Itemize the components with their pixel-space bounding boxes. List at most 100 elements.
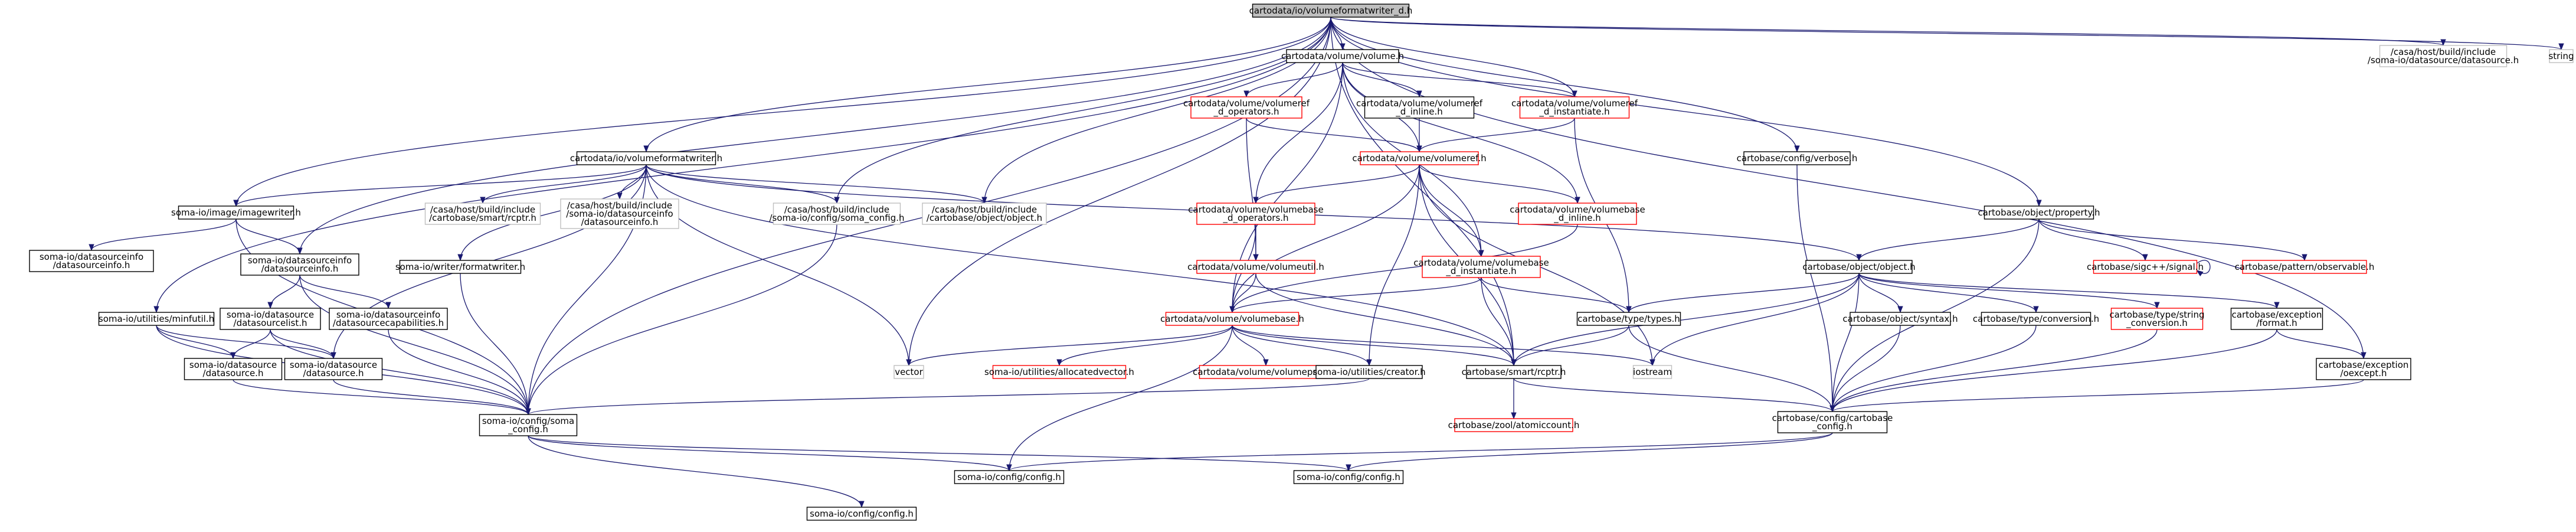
edge-root-to-exc-oexcept (1330, 17, 2366, 360)
edge-obj-object-to-type-strconv (1858, 273, 2160, 309)
edge-obj-object-to-exc-format (1858, 273, 2280, 309)
node-mininfo[interactable]: soma-io/utilities/minfutil.h (98, 312, 215, 326)
edge-root-to-string (1330, 17, 2564, 51)
node-vref-inst[interactable]: cartodata/volume/volumeref_d_instantiate… (1511, 96, 1638, 119)
node-label: soma-io/datasourceinfo (248, 255, 352, 266)
edge-vutil-to-vbase-h (1229, 273, 1256, 314)
edge-vbase-inst-to-type-types (1481, 277, 1632, 314)
node-vref-ops[interactable]: cartodata/volume/volumeref_d_operators.h (1183, 96, 1310, 119)
edge-obj-property-to-obj-object (1856, 218, 2040, 262)
edge-vbase-h-to-smart-rcptr (1232, 325, 1517, 367)
edge-vbase-h-to-vector (906, 325, 1233, 367)
node-vbase-inst[interactable]: cartodata/volume/volumebase_d_instantiat… (1413, 256, 1549, 278)
node-cfg-verbose[interactable]: cartobase/config/verbose.h (1737, 151, 1858, 165)
node-casa-ds[interactable]: /casa/host/build/include/soma-io/datasou… (2368, 45, 2519, 67)
node-fmtwriter[interactable]: soma-io/writer/formatwriter.h (395, 260, 525, 274)
node-box (1518, 203, 1637, 225)
node-vbase-ops[interactable]: cartodata/volume/volumebase_d_operators.… (1188, 203, 1324, 225)
node-box (1850, 312, 1951, 326)
edge-vref-h-to-creator (1366, 164, 1420, 367)
node-cfg-a[interactable]: soma-io/config/config.h (954, 470, 1065, 484)
node-dslist[interactable]: soma-io/datasource/datasourcelist.h (220, 308, 321, 330)
node-soma-cfg[interactable]: soma-io/config/soma_config.h (479, 414, 578, 436)
node-box (2549, 49, 2574, 63)
edge-dsinfo-mid-to-soma-cfg (299, 275, 531, 416)
node-box (806, 507, 917, 521)
edge-vfw-h-to-casa-smart (480, 164, 647, 204)
edge-obj-property-to-sigc (2038, 218, 2148, 262)
node-vutil[interactable]: cartodata/volume/volumeutil.h (1187, 260, 1324, 274)
node-volume-h[interactable]: cartodata/volume/volume.h (1281, 49, 1404, 63)
node-label: cartodata/volume/volume.h (1281, 51, 1404, 61)
node-dsinfo-mid[interactable]: soma-io/datasourceinfo/datasourceinfo.h (240, 253, 359, 276)
node-label: /soma-io/datasourceinfo (566, 208, 673, 219)
node-string[interactable]: string (2548, 49, 2574, 63)
node-alloc-vec[interactable]: soma-io/utilities/allocatedvector.h (984, 365, 1134, 379)
node-obj-syntax[interactable]: cartobase/object/syntax.h (1842, 312, 1958, 326)
node-creator[interactable]: soma-io/utilities/creator.h (1312, 365, 1426, 379)
edge-root-to-imagewriter (233, 17, 1331, 207)
node-label: /soma-io/datasource/datasource.h (2368, 55, 2519, 66)
node-carto-cfg[interactable]: cartobase/config/cartobase_config.h (1772, 411, 1893, 433)
node-label: /datasourceinfo.h (53, 260, 130, 270)
node-casa-object[interactable]: /casa/host/build/include/cartobase/objec… (922, 203, 1047, 225)
node-box (1576, 312, 1681, 326)
node-cfg-c[interactable]: soma-io/config/config.h (806, 507, 917, 521)
node-box (2316, 358, 2411, 380)
edge-mininfo-to-ds-a (156, 325, 236, 360)
node-type-conv[interactable]: cartobase/type/conversion.h (1973, 312, 2099, 326)
node-box (184, 358, 283, 380)
edge-vbase-h-to-alloc-vec (1056, 325, 1233, 367)
node-box (1165, 312, 1300, 326)
node-label: /datasourcelist.h (234, 318, 307, 328)
edge-type-types-to-carto-cfg (1628, 325, 1835, 413)
node-box (220, 308, 321, 330)
node-ds-b[interactable]: soma-io/datasource/datasource.h (284, 358, 383, 380)
node-exc-format[interactable]: cartobase/exception/format.h (2230, 308, 2323, 330)
node-box (98, 312, 215, 326)
node-label: _config.h (508, 424, 548, 435)
node-box (1632, 365, 1672, 379)
node-imagewriter[interactable]: soma-io/image/imagewriter.h (171, 205, 301, 220)
node-casa-dsinfo[interactable]: /casa/host/build/include/soma-io/datasou… (560, 198, 679, 229)
node-ds-a[interactable]: soma-io/datasource/datasource.h (184, 358, 283, 380)
node-type-types[interactable]: cartobase/type/types.h (1576, 312, 1681, 326)
node-sigc[interactable]: cartobase/sigc++/signal.h (2087, 260, 2204, 274)
node-vfw-h[interactable]: cartodata/io/volumeformatwriter.h (570, 151, 722, 165)
node-root[interactable]: cartodata/io/volumeformatwriter_d.h (1249, 4, 1413, 18)
edge-root-to-dsinfo-mid (297, 17, 1331, 255)
edge-soma-cfg-to-cfg-c (528, 435, 865, 508)
node-label: cartobase/type/conversion.h (1973, 314, 2099, 324)
node-vref-h[interactable]: cartodata/volume/volumeref.h (1352, 151, 1487, 165)
node-casa-smart[interactable]: /casa/host/build/include/cartobase/smart… (424, 203, 541, 225)
edge-vfw-h-to-vector (646, 164, 912, 367)
node-vbase-h[interactable]: cartodata/volume/volumebase.h (1160, 312, 1304, 326)
node-vproxy[interactable]: cartodata/volume/volumeproxy.h (1193, 365, 1339, 379)
edge-root-to-mininfo (153, 17, 1331, 314)
node-vector[interactable]: vector (893, 365, 924, 379)
node-label: cartodata/volume/volumeutil.h (1187, 262, 1324, 272)
node-label: cartobase/zool/atomiccount.h (1448, 420, 1580, 430)
node-iostream[interactable]: iostream (1632, 365, 1672, 379)
node-exc-oexcept[interactable]: cartobase/exception/oexcept.h (2316, 358, 2411, 380)
node-box (1983, 205, 2094, 220)
node-vbase-inline[interactable]: cartodata/volume/volumebase_d_inline.h (1510, 203, 1645, 225)
node-observable[interactable]: cartobase/pattern/observable.h (2235, 260, 2375, 274)
node-smart-rcptr[interactable]: cartobase/smart/rcptr.h (1462, 365, 1566, 379)
node-label: cartodata/volume/volumebase (1188, 204, 1323, 215)
node-obj-object[interactable]: cartobase/object/object.h (1802, 260, 1916, 274)
node-atomic[interactable]: cartobase/zool/atomiccount.h (1448, 418, 1580, 432)
node-type-strconv[interactable]: cartobase/type/string_conversion.h (2109, 308, 2205, 330)
node-label: soma-io/utilities/allocatedvector.h (984, 367, 1134, 377)
node-cfg-b[interactable]: soma-io/config/config.h (1293, 470, 1404, 484)
edge-dsinfo-mid-to-dslist (267, 275, 300, 309)
node-dscap[interactable]: soma-io/datasourceinfo/datasourcecapabil… (329, 308, 448, 330)
edge-imagewriter-to-dsinfo-mid (235, 218, 303, 255)
node-obj-property[interactable]: cartobase/object/property.h (1978, 205, 2100, 220)
node-vref-inline[interactable]: cartodata/volume/volumeref_d_inline.h (1356, 96, 1483, 119)
node-casa-somacfg[interactable]: /casa/host/build/include/soma-io/config/… (769, 203, 905, 225)
node-box (2230, 308, 2323, 330)
edge-root-to-casa-ds (1330, 17, 2446, 47)
edge-obj-object-to-obj-syntax (1858, 273, 1903, 314)
node-dsinfo-lower[interactable]: soma-io/datasourceinfo/datasourceinfo.h (29, 250, 154, 272)
